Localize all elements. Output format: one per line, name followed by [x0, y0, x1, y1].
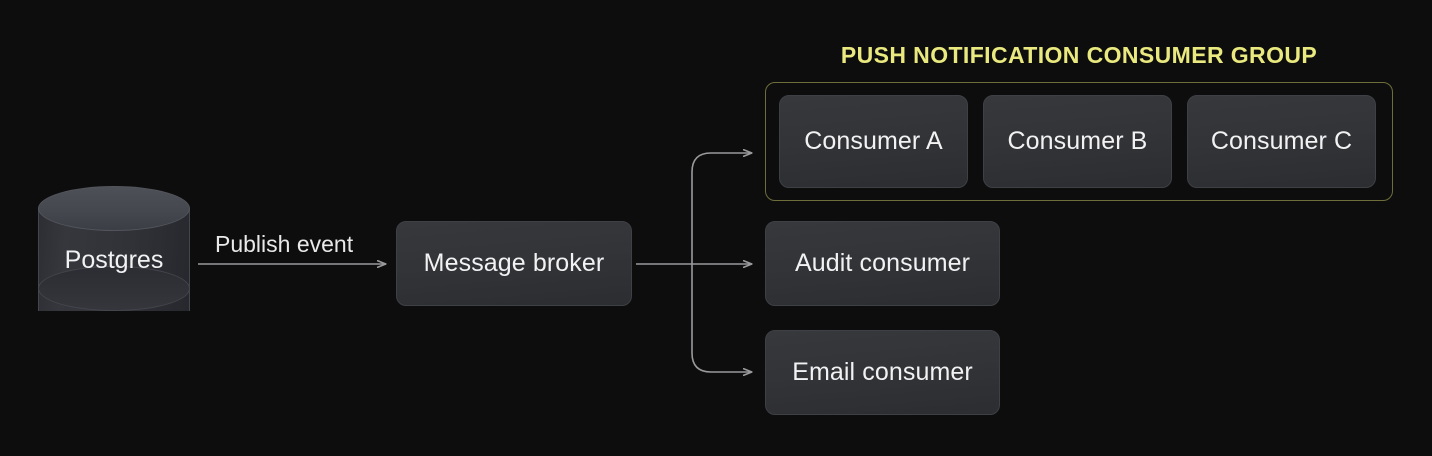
postgres-label: Postgres	[64, 245, 164, 274]
message-broker-node[interactable]: Message broker	[396, 221, 632, 306]
consumer-b-node[interactable]: Consumer B	[983, 95, 1172, 188]
edge-broker-to-email-consumer	[691, 264, 752, 372]
edge-broker-to-consumer-group	[691, 153, 752, 264]
consumer-a-node[interactable]: Consumer A	[779, 95, 968, 188]
consumer-group-title: PUSH NOTIFICATION CONSUMER GROUP	[840, 42, 1318, 68]
publish-event-label: Publish event	[215, 231, 354, 257]
postgres-database-node[interactable]: Postgres	[38, 186, 190, 333]
audit-consumer-node[interactable]: Audit consumer	[765, 221, 1000, 306]
consumer-c-node[interactable]: Consumer C	[1187, 95, 1376, 188]
cylinder-top-ellipse	[38, 186, 190, 231]
email-consumer-node[interactable]: Email consumer	[765, 330, 1000, 415]
cylinder-bottom-ellipse	[38, 266, 190, 311]
